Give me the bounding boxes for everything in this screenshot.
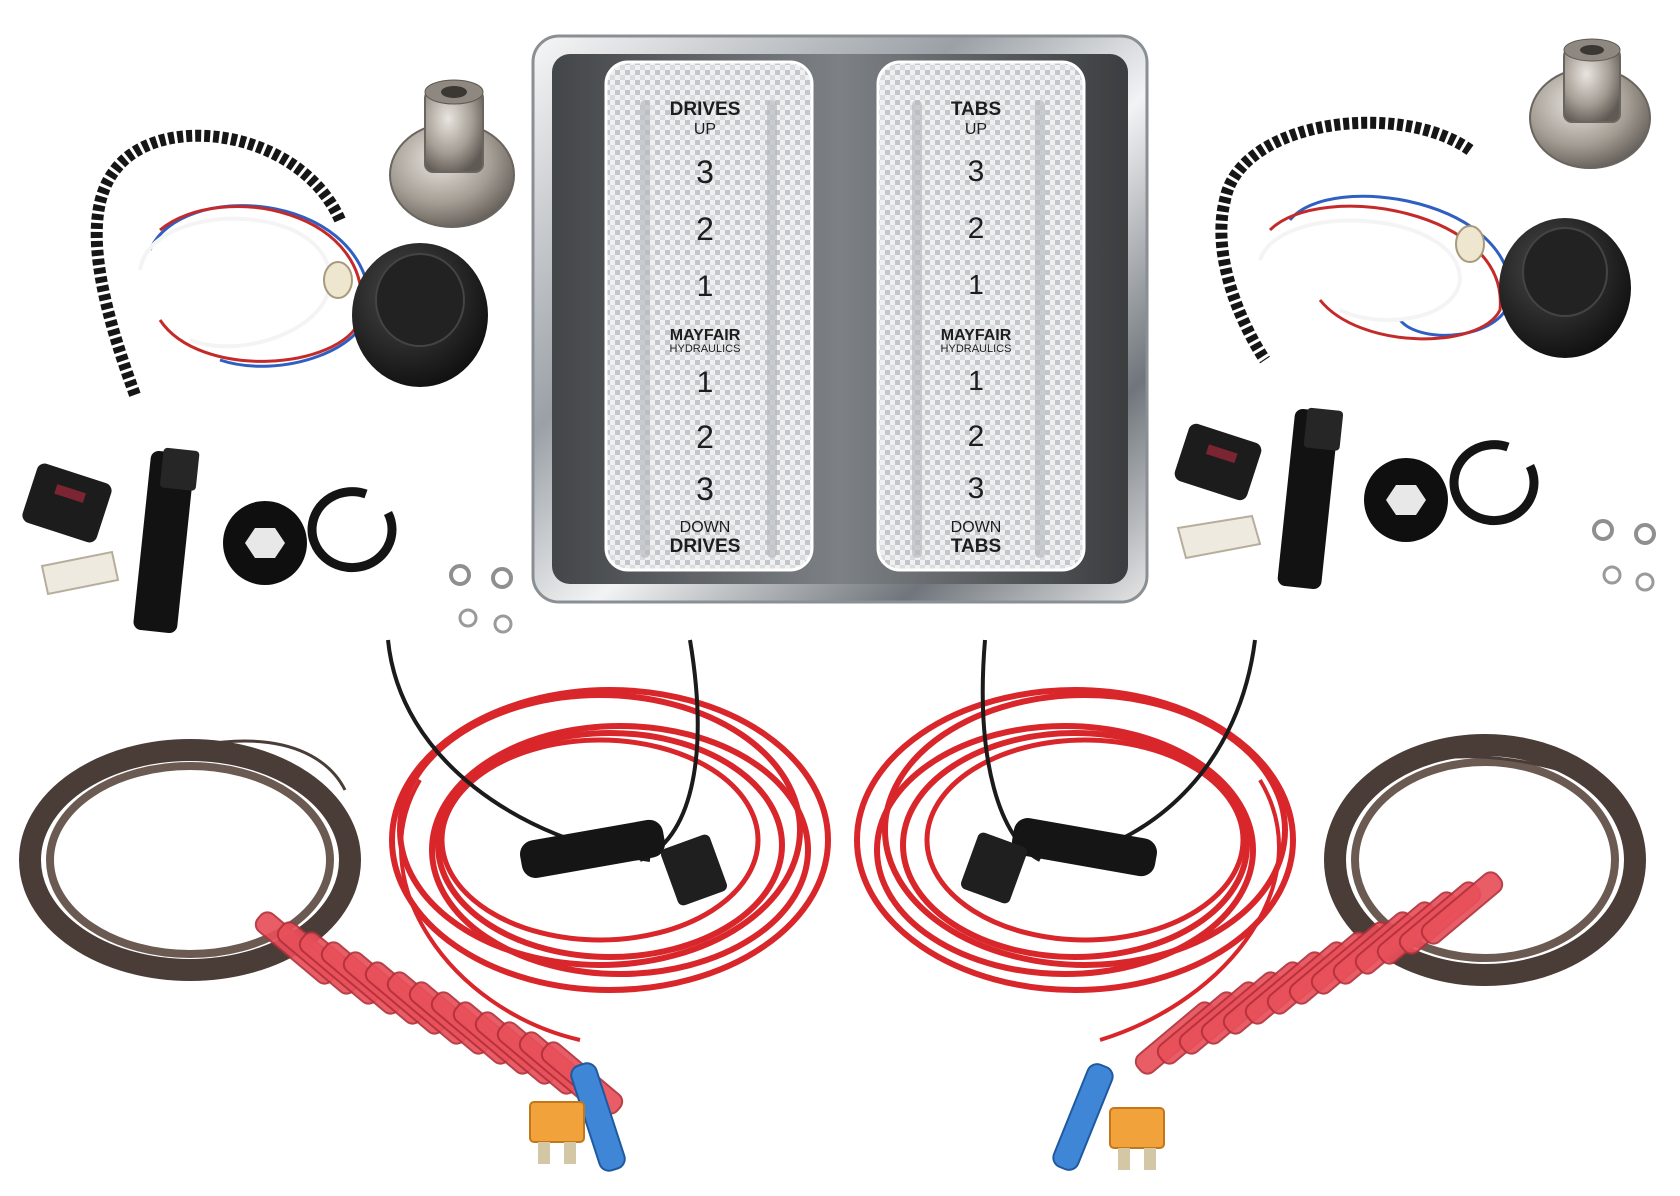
tabs-switch[interactable]: TABS UP 3 2 1 MAYFAIR HYDRAULICS 1 2 3 D… bbox=[876, 60, 1086, 572]
tabs-up-word: TABS bbox=[951, 99, 1001, 120]
tabs-up-3: 3 bbox=[968, 155, 985, 188]
sensor-kit-left bbox=[22, 79, 515, 634]
red-wire-coil-left bbox=[386, 639, 831, 1042]
blue-butt-connector-left bbox=[570, 1062, 626, 1172]
sensor-wire-white bbox=[1258, 218, 1463, 322]
sensor-wire-white bbox=[138, 216, 333, 349]
drives-down-sub: DOWN bbox=[680, 519, 731, 536]
tabs-down-2: 2 bbox=[968, 420, 985, 453]
blade-fuse-right bbox=[1109, 1107, 1165, 1170]
retaining-clip bbox=[1449, 440, 1539, 526]
control-panel: DRIVES UP 3 2 1 MAYFAIR HYDRAULICS 1 2 3… bbox=[531, 34, 1149, 604]
drives-down-word: DRIVES bbox=[670, 536, 741, 557]
blade-fuse-left bbox=[529, 1101, 585, 1164]
retaining-clip bbox=[307, 487, 397, 573]
drives-up-1: 1 bbox=[697, 270, 714, 303]
connector-lock-white bbox=[40, 550, 120, 596]
heat-shrink-connector bbox=[1420, 871, 1504, 945]
sensor-kit-right bbox=[1174, 38, 1656, 592]
drives-brand-sub: HYDRAULICS bbox=[670, 343, 741, 355]
sensor-wire-blue bbox=[1288, 194, 1512, 337]
drives-up-sub: UP bbox=[694, 121, 716, 138]
tabs-up-2: 2 bbox=[968, 212, 985, 245]
brown-wire-coil-right bbox=[1324, 734, 1646, 986]
sensor-plug-white bbox=[323, 261, 353, 299]
heat-shrink-connectors-right bbox=[1134, 871, 1504, 1075]
terminal-bits bbox=[449, 564, 513, 634]
sensor-harness-wrap bbox=[90, 129, 346, 398]
led-strip-left-a bbox=[640, 100, 650, 558]
drives-up-3: 3 bbox=[696, 154, 714, 190]
terminal-bits bbox=[1592, 519, 1656, 592]
connector-black bbox=[22, 463, 112, 543]
drives-down-3: 3 bbox=[696, 471, 714, 507]
tabs-down-sub: DOWN bbox=[951, 519, 1002, 536]
drives-down-2: 2 bbox=[696, 419, 714, 455]
sensor-cap bbox=[375, 253, 465, 347]
heat-shrink-connectors-left bbox=[254, 911, 624, 1115]
tabs-up-1: 1 bbox=[968, 269, 984, 300]
drives-down-1: 1 bbox=[697, 366, 714, 399]
blue-butt-connector-right bbox=[1052, 1063, 1114, 1171]
drives-up-word: DRIVES bbox=[670, 99, 741, 120]
tabs-brand-sub: HYDRAULICS bbox=[941, 343, 1012, 355]
black-sleeve bbox=[133, 450, 195, 634]
inline-fuse-holder-left bbox=[520, 819, 728, 906]
drives-switch[interactable]: DRIVES UP 3 2 1 MAYFAIR HYDRAULICS 1 2 3… bbox=[604, 60, 814, 572]
tabs-switch-plate[interactable] bbox=[876, 60, 1086, 572]
connector-lock-white bbox=[1176, 514, 1262, 560]
led-strip-right-b bbox=[1035, 100, 1045, 558]
tabs-down-3: 3 bbox=[968, 472, 985, 505]
brown-wire-coil-left bbox=[19, 739, 361, 981]
tabs-up-sub: UP bbox=[965, 121, 987, 138]
sensor-plug-white bbox=[1455, 225, 1485, 263]
tabs-down-1: 1 bbox=[968, 365, 984, 396]
tabs-down-word: TABS bbox=[951, 536, 1001, 557]
black-sleeve bbox=[1277, 408, 1339, 590]
connector-black bbox=[1174, 423, 1262, 501]
drives-up-2: 2 bbox=[696, 211, 714, 247]
drives-brand: MAYFAIR bbox=[670, 327, 741, 344]
tabs-brand: MAYFAIR bbox=[941, 327, 1012, 344]
drives-switch-plate[interactable] bbox=[604, 60, 814, 572]
sensor-cap bbox=[1522, 227, 1608, 317]
led-strip-right-a bbox=[912, 100, 922, 558]
led-strip-left-b bbox=[767, 100, 777, 558]
inline-fuse-holder-right bbox=[960, 818, 1157, 904]
sensor-harness-wrap bbox=[1215, 116, 1474, 364]
